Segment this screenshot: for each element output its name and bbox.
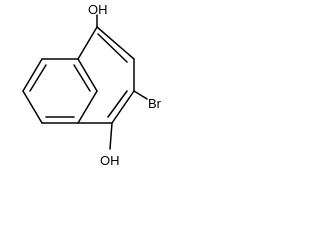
- bond: [22, 90, 43, 124]
- bond: [77, 90, 98, 124]
- bond-to-bromine: [133, 90, 148, 100]
- double-bond-inner-line: [97, 33, 128, 63]
- bond: [22, 58, 43, 92]
- top-hydroxyl-label: OH: [88, 2, 108, 17]
- bond: [111, 90, 135, 124]
- double-bond-inner-line: [107, 90, 128, 118]
- bromine-label: Br: [148, 96, 162, 111]
- bond: [77, 58, 98, 92]
- bond-to-bottom-hydroxyl: [109, 122, 113, 150]
- bond: [96, 26, 135, 60]
- double-bond-inner-line: [73, 64, 91, 92]
- chemical-structure-diagram: OH Br OH: [22, 2, 162, 168]
- bond: [77, 26, 98, 60]
- bottom-hydroxyl-label: OH: [100, 153, 120, 168]
- double-bond-inner-line: [29, 64, 47, 92]
